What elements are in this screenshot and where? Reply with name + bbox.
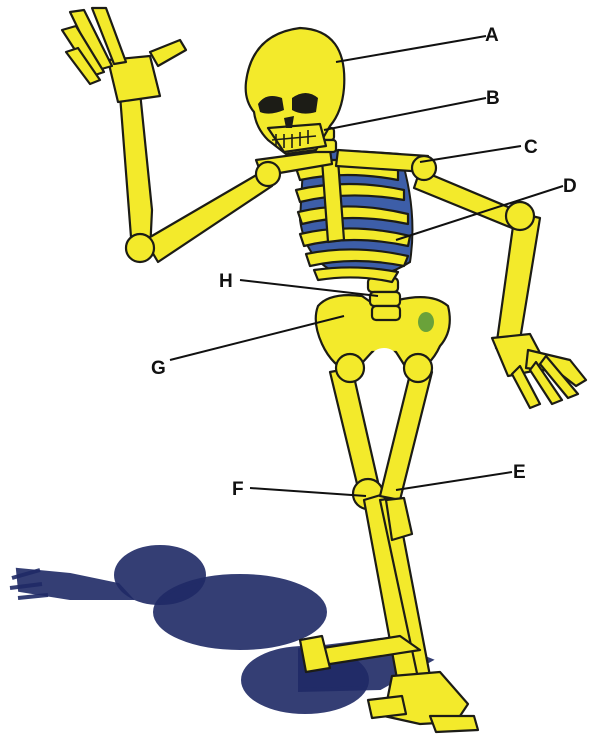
label-b: B: [486, 88, 500, 109]
label-c: C: [524, 137, 538, 158]
label-a: A: [485, 25, 499, 46]
label-e: E: [513, 462, 526, 483]
leader-line-f: [250, 488, 366, 496]
leader-line-e: [396, 472, 512, 490]
leader-line-b: [324, 98, 486, 130]
skeleton-shadow: [10, 547, 430, 712]
leader-line-h: [240, 280, 378, 296]
label-h: H: [219, 271, 233, 292]
leader-line-a: [336, 36, 486, 62]
label-g: G: [151, 358, 166, 379]
label-f: F: [232, 479, 244, 500]
leader-line-g: [170, 316, 344, 360]
leader-line-c: [420, 146, 521, 162]
label-d: D: [563, 176, 577, 197]
